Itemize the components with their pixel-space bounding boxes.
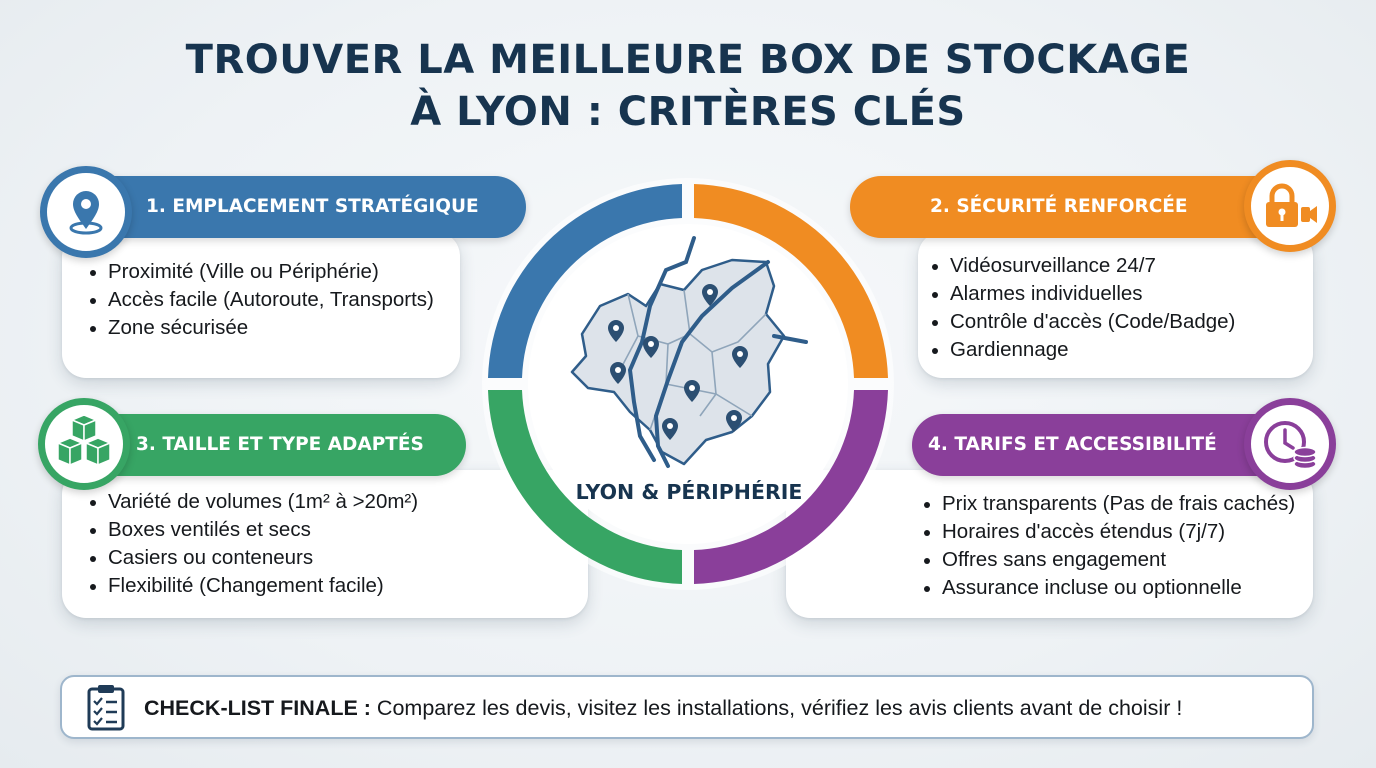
badge-tarifs — [1244, 398, 1336, 490]
checklist-bar: CHECK-LIST FINALE : Comparez les devis, … — [60, 675, 1314, 739]
section-title: 3. TAILLE ET TYPE ADAPTÉS — [136, 434, 424, 455]
list-item: Alarmes individuelles — [928, 280, 1235, 308]
list-item: Vidéosurveillance 24/7 — [928, 252, 1235, 280]
title-line-2: À LYON : CRITÈRES CLÉS — [410, 89, 966, 135]
ring-segment-blue — [488, 184, 682, 378]
section-header-tarifs: 4. TARIFS ET ACCESSIBILITÉ — [912, 414, 1292, 476]
list-item: Zone sécurisée — [86, 314, 434, 342]
ring-segment-purple — [694, 390, 888, 584]
ring-segment-orange — [694, 184, 888, 378]
section-header-emplacement: 1. EMPLACEMENT STRATÉGIQUE — [60, 176, 526, 238]
list-item: Boxes ventilés et secs — [86, 516, 418, 544]
section-title: 2. SÉCURITÉ RENFORCÉE — [930, 196, 1188, 217]
list-item: Offres sans engagement — [920, 546, 1295, 574]
center-label: LYON & PÉRIPHÉRIE — [575, 480, 803, 504]
lock-camera-icon — [1266, 183, 1317, 227]
badge-securite — [1244, 160, 1336, 252]
clipboard-checklist-icon — [87, 685, 125, 731]
center-ring — [482, 178, 894, 590]
boxes-icon — [56, 416, 112, 467]
securite-list: Vidéosurveillance 24/7 Alarmes individue… — [928, 252, 1235, 364]
lyon-map — [570, 236, 808, 468]
card-securite: Vidéosurveillance 24/7 Alarmes individue… — [918, 232, 1313, 378]
emplacement-list: Proximité (Ville ou Périphérie) Accès fa… — [86, 258, 434, 342]
section-title: 1. EMPLACEMENT STRATÉGIQUE — [146, 196, 479, 217]
list-item: Contrôle d'accès (Code/Badge) — [928, 308, 1235, 336]
page-title: TROUVER LA MEILLEURE BOX DE STOCKAGE À L… — [0, 34, 1376, 138]
tarifs-list: Prix transparents (Pas de frais cachés) … — [920, 490, 1295, 602]
section-title: 4. TARIFS ET ACCESSIBILITÉ — [928, 434, 1217, 455]
card-emplacement: Proximité (Ville ou Périphérie) Accès fa… — [62, 232, 460, 378]
checklist-text: CHECK-LIST FINALE : Comparez les devis, … — [144, 677, 1182, 739]
list-item: Gardiennage — [928, 336, 1235, 364]
card-tarifs: Prix transparents (Pas de frais cachés) … — [786, 470, 1313, 618]
title-line-1: TROUVER LA MEILLEURE BOX DE STOCKAGE — [185, 37, 1191, 83]
list-item: Proximité (Ville ou Périphérie) — [86, 258, 434, 286]
list-item: Prix transparents (Pas de frais cachés) — [920, 490, 1295, 518]
taille-list: Variété de volumes (1m² à >20m²) Boxes v… — [86, 488, 418, 600]
checklist-label: CHECK-LIST FINALE : — [144, 696, 371, 720]
list-item: Accès facile (Autoroute, Transports) — [86, 286, 434, 314]
badge-emplacement — [40, 166, 132, 258]
section-header-securite: 2. SÉCURITÉ RENFORCÉE — [850, 176, 1290, 238]
location-pin-icon — [69, 191, 103, 235]
clock-coins-icon — [1264, 421, 1317, 470]
list-item: Horaires d'accès étendus (7j/7) — [920, 518, 1295, 546]
badge-taille — [38, 398, 130, 490]
list-item: Flexibilité (Changement facile) — [86, 572, 418, 600]
section-header-taille: 3. TAILLE ET TYPE ADAPTÉS — [60, 414, 466, 476]
checklist-message: Comparez les devis, visitez les installa… — [376, 696, 1183, 720]
list-item: Assurance incluse ou optionnelle — [920, 574, 1295, 602]
list-item: Casiers ou conteneurs — [86, 544, 418, 572]
ring-segment-green — [488, 390, 682, 584]
card-taille: Variété de volumes (1m² à >20m²) Boxes v… — [62, 470, 588, 618]
list-item: Variété de volumes (1m² à >20m²) — [86, 488, 418, 516]
